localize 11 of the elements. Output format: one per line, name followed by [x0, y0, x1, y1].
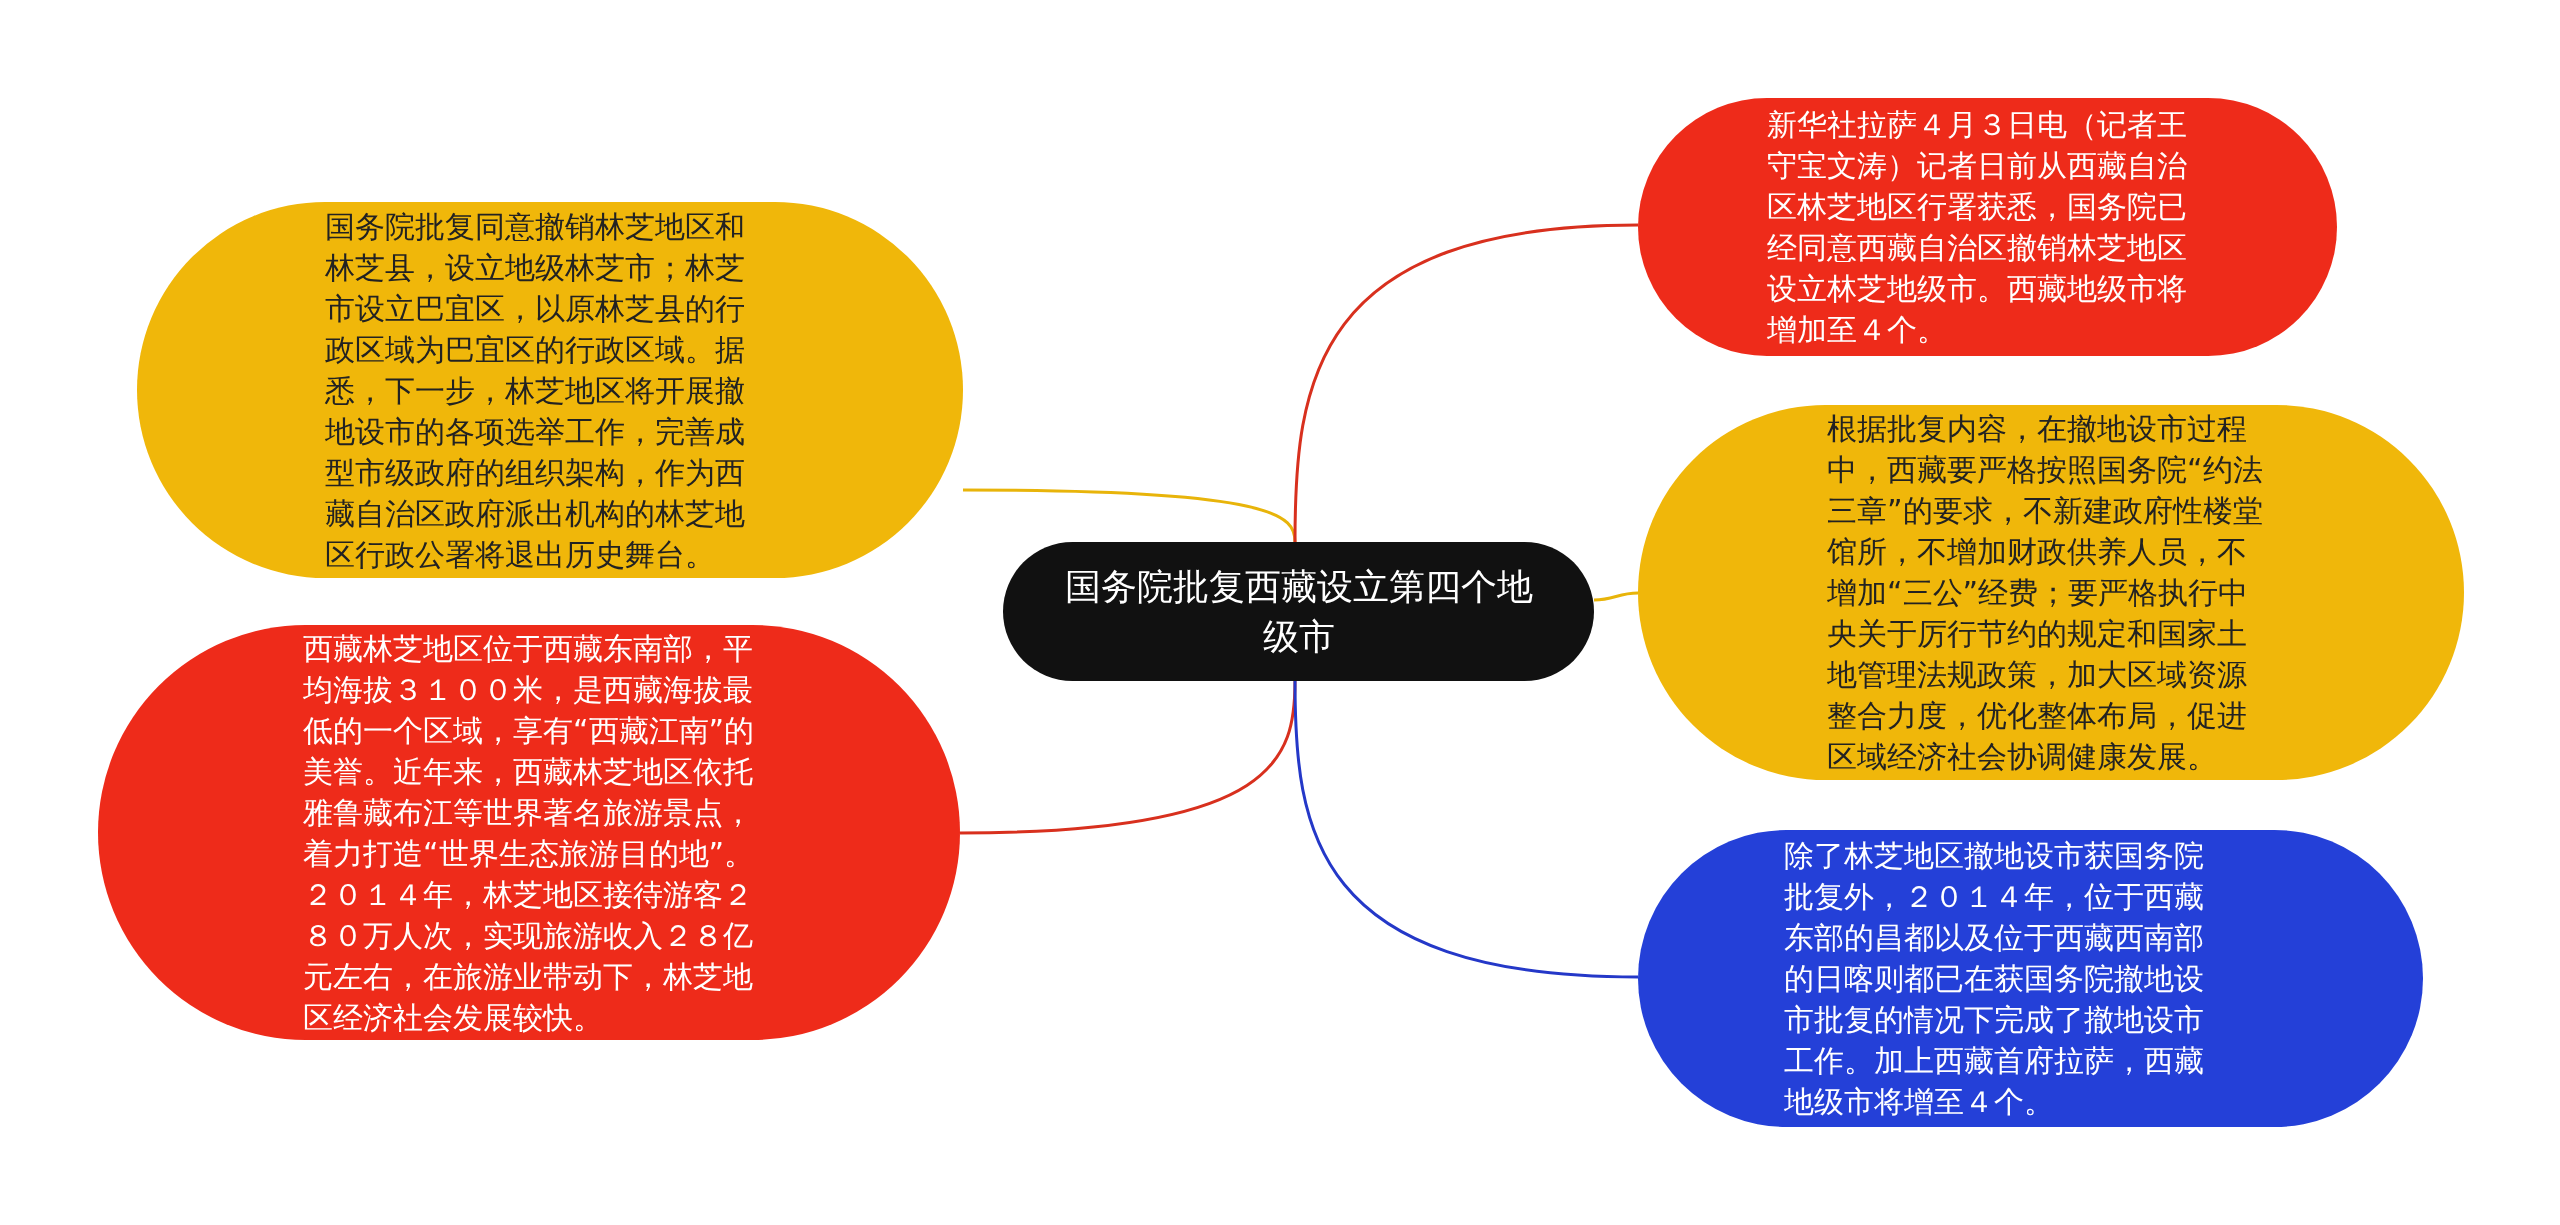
connector: [1593, 591, 1639, 602]
connector: [963, 488, 1297, 543]
bubble-text: 西藏林芝地区位于西藏东南部，平均海拔３１００米，是西藏海拔最低的一个区域，享有“西藏江南”的美誉。近年来，西藏林芝地区依托雅鲁藏布江等世界著名旅游景点，着力打造“世界生态旅游目的地”。２０１４年，林芝地区接待游客２８０万人次，实现旅游收入２８亿元左右，在旅游业带动下，林芝地区经济社会发展较快。: [303, 629, 756, 1037]
connector: [959, 680, 1297, 835]
bubble-text: 新华社拉萨４月３日电（记者王守宝文涛）记者日前从西藏自治区林芝地区行署获悉，国务院已经同意西藏自治区撤销林芝地区设立林芝地级市。西藏地级市将增加至４个。: [1767, 106, 2188, 349]
bubble-text: 国务院批复同意撤销林芝地区和林芝县，设立地级林芝市；林芝市设立巴宜区，以原林芝县的行政区域为巴宜区的行政区域。据悉，下一步，林芝地区将开展撤地设市的各项选举工作，完善成型市级政府的组织架构，作为西藏自治区政府派出机构的林芝地区行政公署将退出历史舞台。: [325, 207, 746, 574]
connector: [1293, 223, 1639, 543]
bubble-text: 根据批复内容，在撤地设市过程中，西藏要严格按照国务院“约法三章”的要求，不新建政府性楼堂馆所，不增加财政供养人员，不增加“三公”经费；要严格执行中央关于厉行节约的规定和国家土地管理法规政策，加大区域资源整合力度，优化整体布局，促进区域经济社会协调健康发展。: [1827, 410, 2264, 776]
bubble-text: 除了林芝地区撤地设市获国务院批复外，２０１４年，位于西藏东部的昌都以及位于西藏西南部的日喀则都已在获国务院撤地设市批复的情况下完成了撤地设市工作。加上西藏首府拉萨，西藏地级市将增至４个。: [1784, 837, 2205, 1121]
connector: [1293, 680, 1639, 979]
topic-title: 国务院批复西藏设立第四个地级市: [1063, 564, 1534, 659]
